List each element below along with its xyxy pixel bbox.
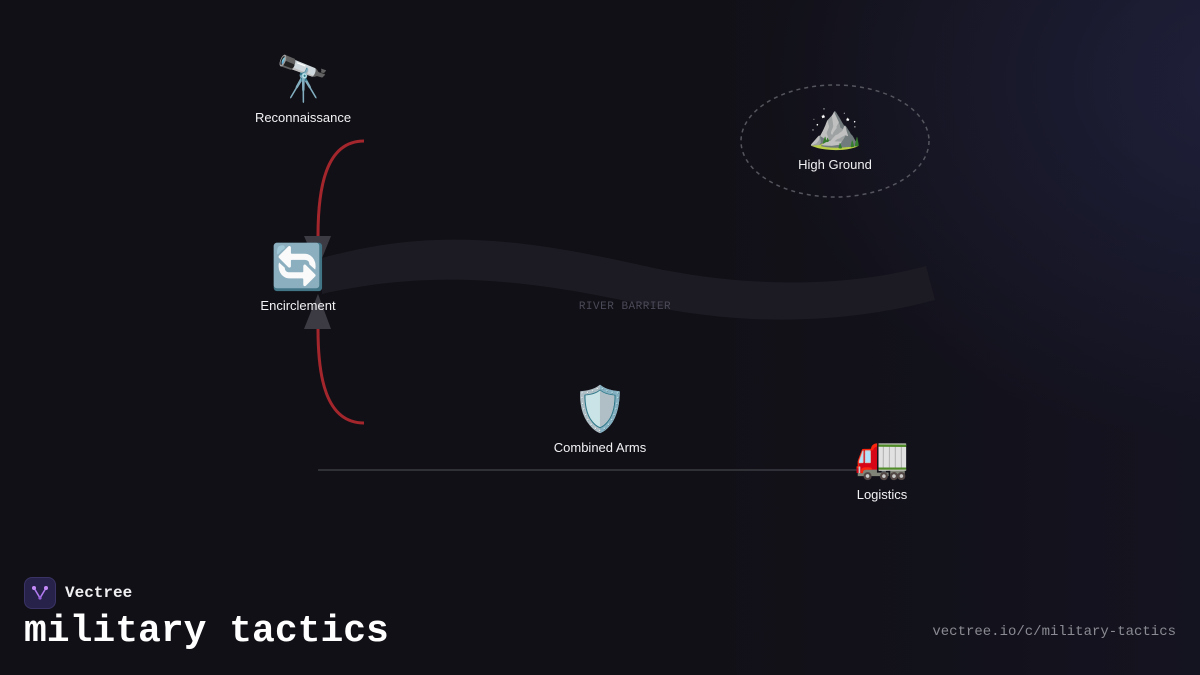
node-combined-arms[interactable]: 🛡️ Combined Arms <box>553 384 647 456</box>
shield-icon: 🛡️ <box>572 384 628 435</box>
truck-icon: 🚛 <box>854 431 910 482</box>
river-barrier <box>322 239 935 320</box>
node-encirclement[interactable]: 🔄 Encirclement <box>260 242 336 314</box>
brand[interactable]: Vectree <box>24 577 132 609</box>
telescope-icon: 🔭 <box>275 54 331 105</box>
page-title: military tactics <box>24 610 389 653</box>
node-label: High Ground <box>798 157 872 172</box>
brand-name: Vectree <box>65 584 133 602</box>
mountain-icon: ⛰️ <box>807 101 863 152</box>
pincer-arc-lower <box>316 328 365 425</box>
pincer-arrowhead-up <box>304 294 331 329</box>
node-label: Reconnaissance <box>254 110 352 125</box>
pincer-arc-upper <box>316 139 365 237</box>
high-ground-ring <box>740 84 930 198</box>
node-label: Logistics <box>856 487 908 502</box>
river-barrier-label: RIVER BARRIER <box>578 301 672 313</box>
node-high-ground[interactable]: ⛰️ High Ground <box>798 101 872 173</box>
vectree-logo-icon <box>24 577 56 609</box>
page-url[interactable]: vectree.io/c/military-tactics <box>932 624 1176 640</box>
node-reconnaissance[interactable]: 🔭 Reconnaissance <box>254 54 352 126</box>
cycle-arrows-icon: 🔄 <box>270 242 326 293</box>
pincer-arrowhead-down <box>304 236 331 268</box>
node-label: Combined Arms <box>553 440 647 455</box>
node-label: Encirclement <box>260 298 336 313</box>
node-logistics[interactable]: 🚛 Logistics <box>854 431 910 503</box>
